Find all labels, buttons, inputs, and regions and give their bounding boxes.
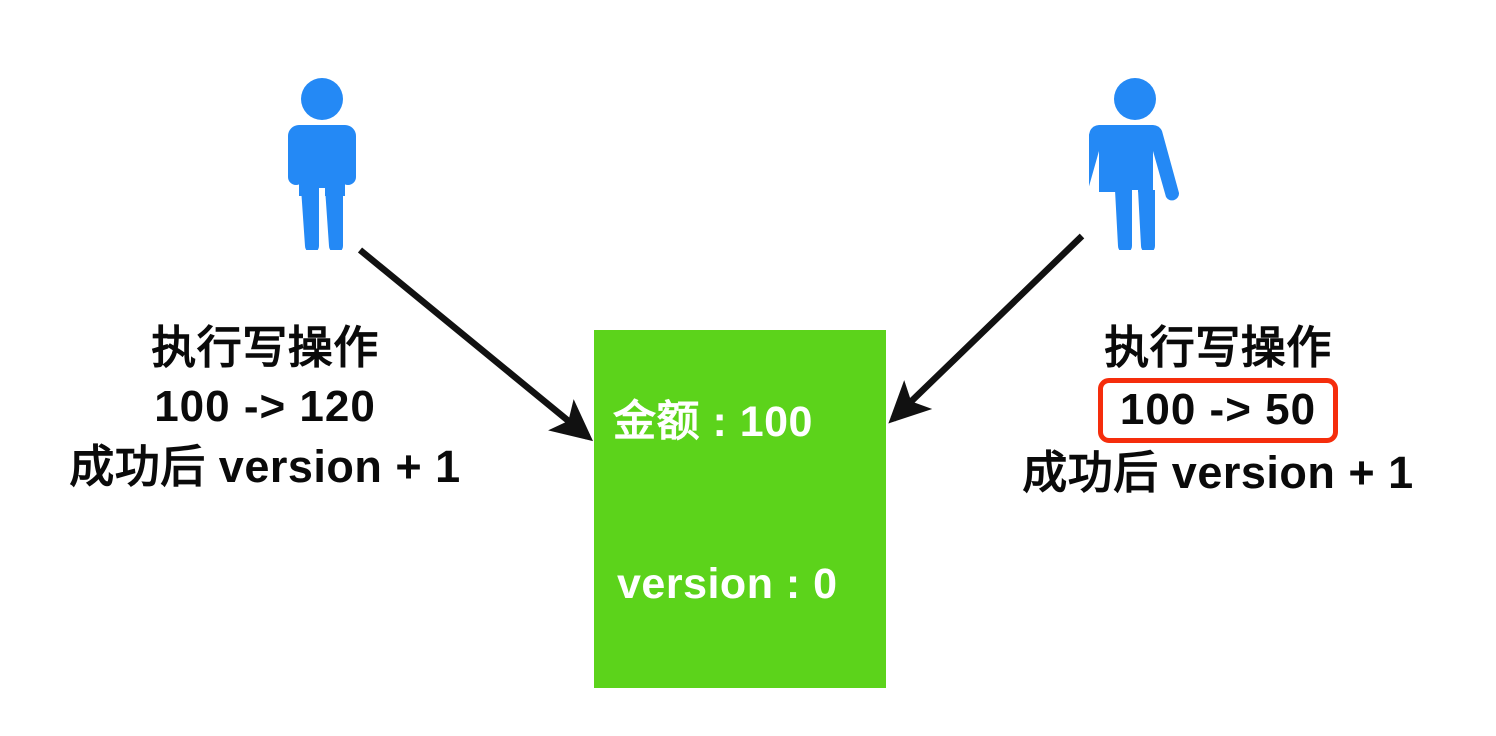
right-note: 执行写操作 100 -> 50 成功后 version + 1: [996, 318, 1440, 504]
record-amount-label: 金额 : 100: [613, 398, 813, 446]
left-note-line-2: 100 -> 120: [154, 382, 376, 432]
right-note-line-3: 成功后 version + 1: [1022, 447, 1414, 499]
right-note-line-2-wrapper: 100 -> 50: [996, 378, 1440, 444]
person-male-icon: [283, 78, 361, 253]
record-box: 金额 : 100 version : 0: [594, 330, 886, 688]
left-note: 执行写操作 100 -> 120 成功后 version + 1: [43, 318, 487, 498]
record-version-label: version : 0: [617, 560, 838, 608]
person-female-icon: [1072, 78, 1181, 253]
right-note-line-1: 执行写操作: [1104, 322, 1332, 373]
left-note-line-3: 成功后 version + 1: [69, 441, 461, 493]
left-note-line-1: 执行写操作: [151, 322, 379, 373]
highlighted-value-box: 100 -> 50: [1097, 378, 1339, 444]
